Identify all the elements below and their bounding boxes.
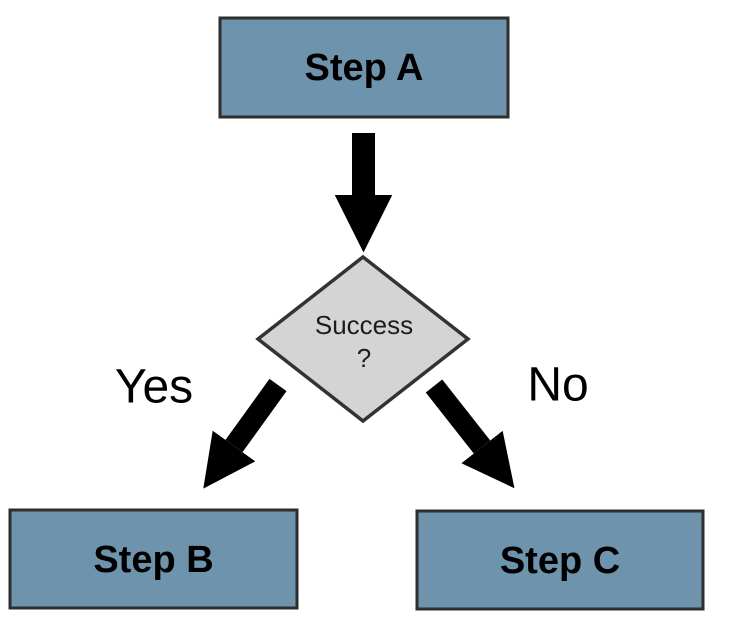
node-step-c (415, 509, 705, 611)
edge-label-no: No (527, 359, 588, 412)
edge-label-yes: Yes (115, 361, 193, 414)
node-decision-label-line2: ? (357, 343, 371, 373)
node-decision (255, 254, 471, 424)
node-step-c-label: Step C (500, 540, 620, 582)
node-step-b-label: Step B (93, 539, 213, 581)
arrow-decision-to-c-icon (425, 379, 515, 489)
node-decision-label-line1: Success (315, 310, 413, 340)
node-step-b (8, 508, 299, 610)
node-step-a-label: Step A (305, 47, 424, 89)
arrow-decision-to-b-icon (203, 378, 287, 489)
node-step-a (218, 16, 510, 119)
